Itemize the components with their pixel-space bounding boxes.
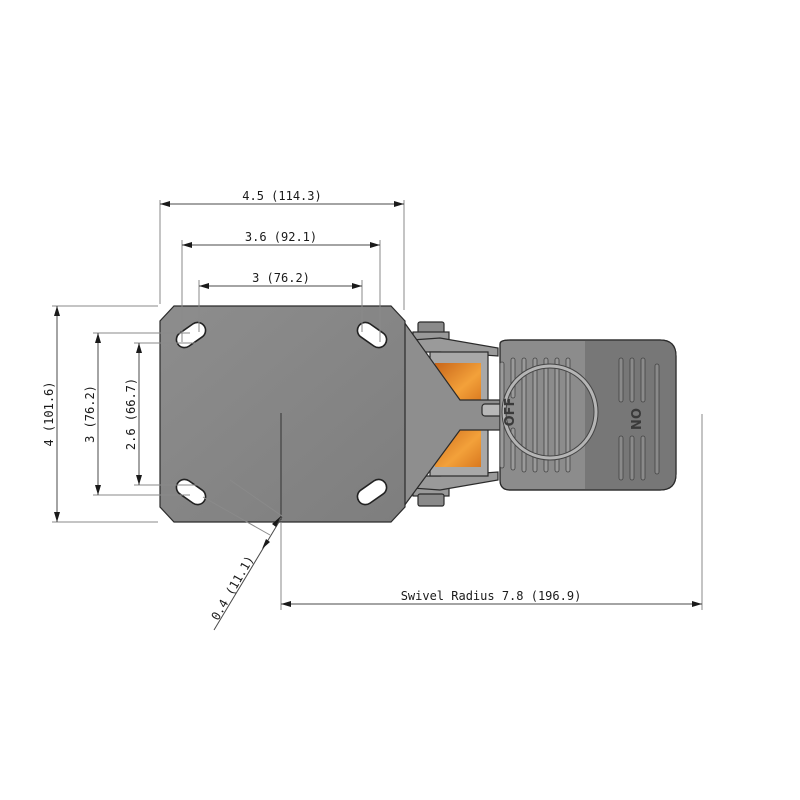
brake-on-label: ON	[627, 408, 642, 430]
brake-off-label: OFF	[503, 398, 518, 427]
pedal-grooves-off	[499, 357, 571, 473]
top-plate	[159, 305, 406, 523]
pedal-grooves-on	[618, 357, 660, 481]
swivel-radius-label: Swivel Radius 7.8 (196.9)	[401, 589, 582, 603]
bolt-outer-height-label: 3 (76.2)	[83, 385, 97, 443]
offset-label: 0.4 (11.1)	[208, 553, 256, 623]
brake-pedal: OFF ON	[499, 339, 677, 491]
dimension-bolt-outer-width: 3.6 (92.1)	[181, 230, 381, 342]
dimension-plate-width: 4.5 (114.3)	[159, 189, 405, 310]
dimension-bolt-outer-height: 3 (76.2)	[83, 332, 190, 496]
bolt-hole-top-right	[356, 321, 388, 349]
plate-width-label: 4.5 (114.3)	[242, 189, 321, 203]
bolt-outer-width-label: 3.6 (92.1)	[245, 230, 317, 244]
bolt-hole-top-left	[175, 321, 207, 349]
dimension-swivel-radius: Swivel Radius 7.8 (196.9)	[280, 414, 703, 610]
dimension-bolt-inner-height: 2.6 (66.7)	[124, 342, 200, 486]
bolt-inner-width-label: 3 (76.2)	[252, 271, 310, 285]
dimension-plate-height: 4 (101.6)	[42, 305, 158, 523]
dimension-bolt-inner-width: 3 (76.2)	[198, 271, 363, 332]
plate-height-label: 4 (101.6)	[42, 381, 56, 446]
bolt-inner-height-label: 2.6 (66.7)	[124, 378, 138, 450]
bolt-hole-bottom-right	[356, 478, 388, 506]
caster-assembly: OFF ON	[403, 320, 677, 508]
